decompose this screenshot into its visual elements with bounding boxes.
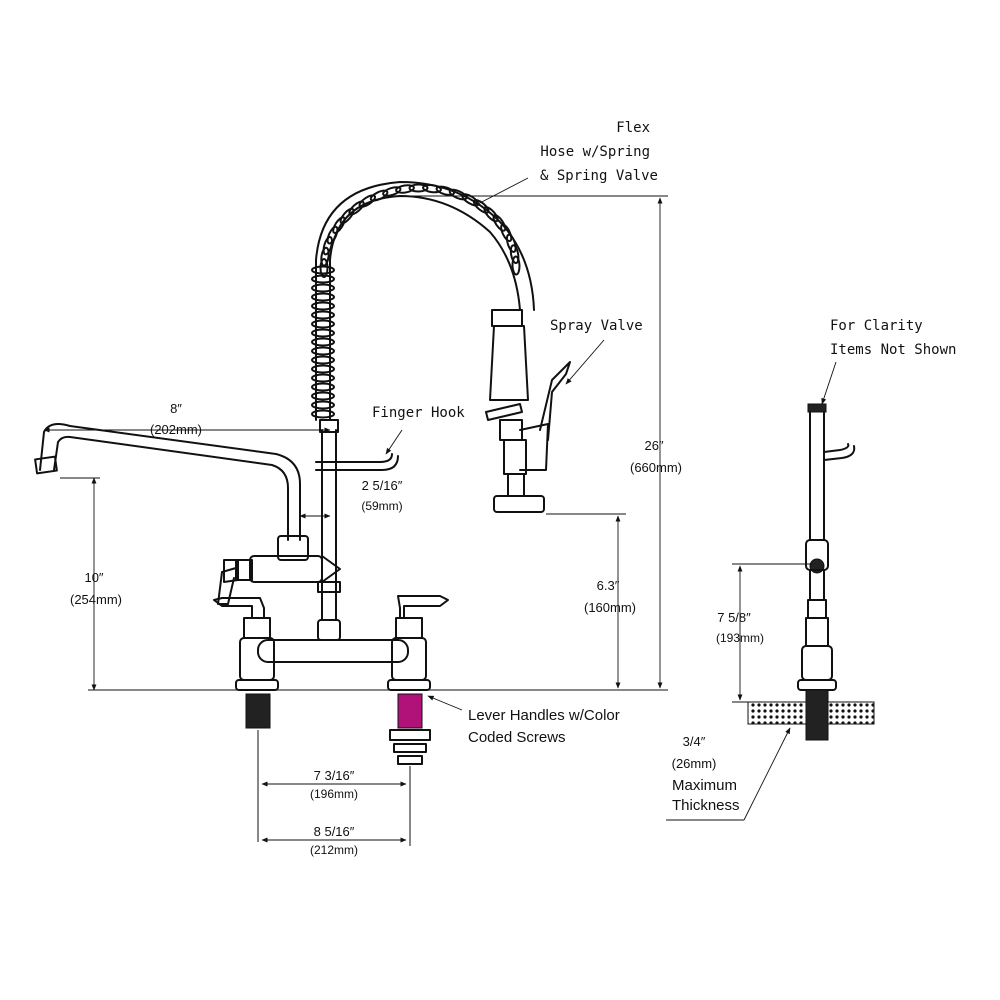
right-shank-color-coded xyxy=(397,693,423,729)
dim-thickness-imperial: 3/4″ xyxy=(683,734,706,749)
callout-labels: Flex Hose w/Spring & Spring Valve Spray … xyxy=(372,120,956,814)
dim-center-outer-imperial: 8 5/16″ xyxy=(314,824,355,839)
label-for-clarity-line2: Items Not Shown xyxy=(830,342,956,358)
dim-center-inner-metric: (196mm) xyxy=(310,787,358,801)
label-spray-valve: Spray Valve xyxy=(550,318,643,334)
label-finger-hook: Finger Hook xyxy=(372,405,465,421)
dim-spout-imperial: 8″ xyxy=(170,401,182,416)
label-max-line2: Thickness xyxy=(672,797,740,814)
finger-hook xyxy=(315,453,399,471)
dim-side-height-metric: (193mm) xyxy=(716,631,764,645)
dim-hook-imperial: 2 5/16″ xyxy=(362,478,403,493)
dimension-lines xyxy=(43,177,837,846)
side-hose-stub xyxy=(807,403,827,413)
dim-spray-height-metric: (160mm) xyxy=(584,600,636,615)
dim-overall-metric: (660mm) xyxy=(630,460,682,475)
dimension-labels: 8″ (202mm) 2 5/16″ (59mm) 26″ (660mm) 10… xyxy=(70,401,764,857)
dim-overall-imperial: 26″ xyxy=(644,438,663,453)
dim-side-height-imperial: 7 5/8″ xyxy=(717,610,751,625)
dim-hook-metric: (59mm) xyxy=(361,499,402,513)
spray-valve-assembly xyxy=(485,309,571,513)
riser xyxy=(317,419,341,641)
label-max-line1: Maximum xyxy=(672,777,737,794)
label-lever-handles-line2: Coded Screws xyxy=(468,729,566,746)
side-shank xyxy=(805,689,829,741)
left-shank xyxy=(245,693,271,729)
bridge xyxy=(257,639,409,663)
right-stem xyxy=(387,595,449,765)
side-view xyxy=(747,403,875,741)
dim-thickness-metric: (26mm) xyxy=(672,756,717,771)
dim-spout-metric: (202mm) xyxy=(150,422,202,437)
dim-center-outer-metric: (212mm) xyxy=(310,843,358,857)
label-lever-handles-line1: Lever Handles w/Color xyxy=(468,707,620,724)
spout xyxy=(34,423,309,561)
dim-spray-height-imperial: 6.3″ xyxy=(597,578,620,593)
flex-hose-coil xyxy=(311,181,535,421)
label-flex-line3: & Spring Valve xyxy=(540,168,658,184)
front-faucet xyxy=(34,181,668,765)
label-flex-line2: Hose w/Spring xyxy=(540,144,650,160)
left-stem xyxy=(213,597,279,729)
dim-spout-height-metric: (254mm) xyxy=(70,592,122,607)
dim-spout-height-imperial: 10″ xyxy=(84,570,103,585)
label-flex-line1: Flex xyxy=(616,120,650,136)
dim-center-inner-imperial: 7 3/16″ xyxy=(314,768,355,783)
label-for-clarity-line1: For Clarity xyxy=(830,318,923,334)
